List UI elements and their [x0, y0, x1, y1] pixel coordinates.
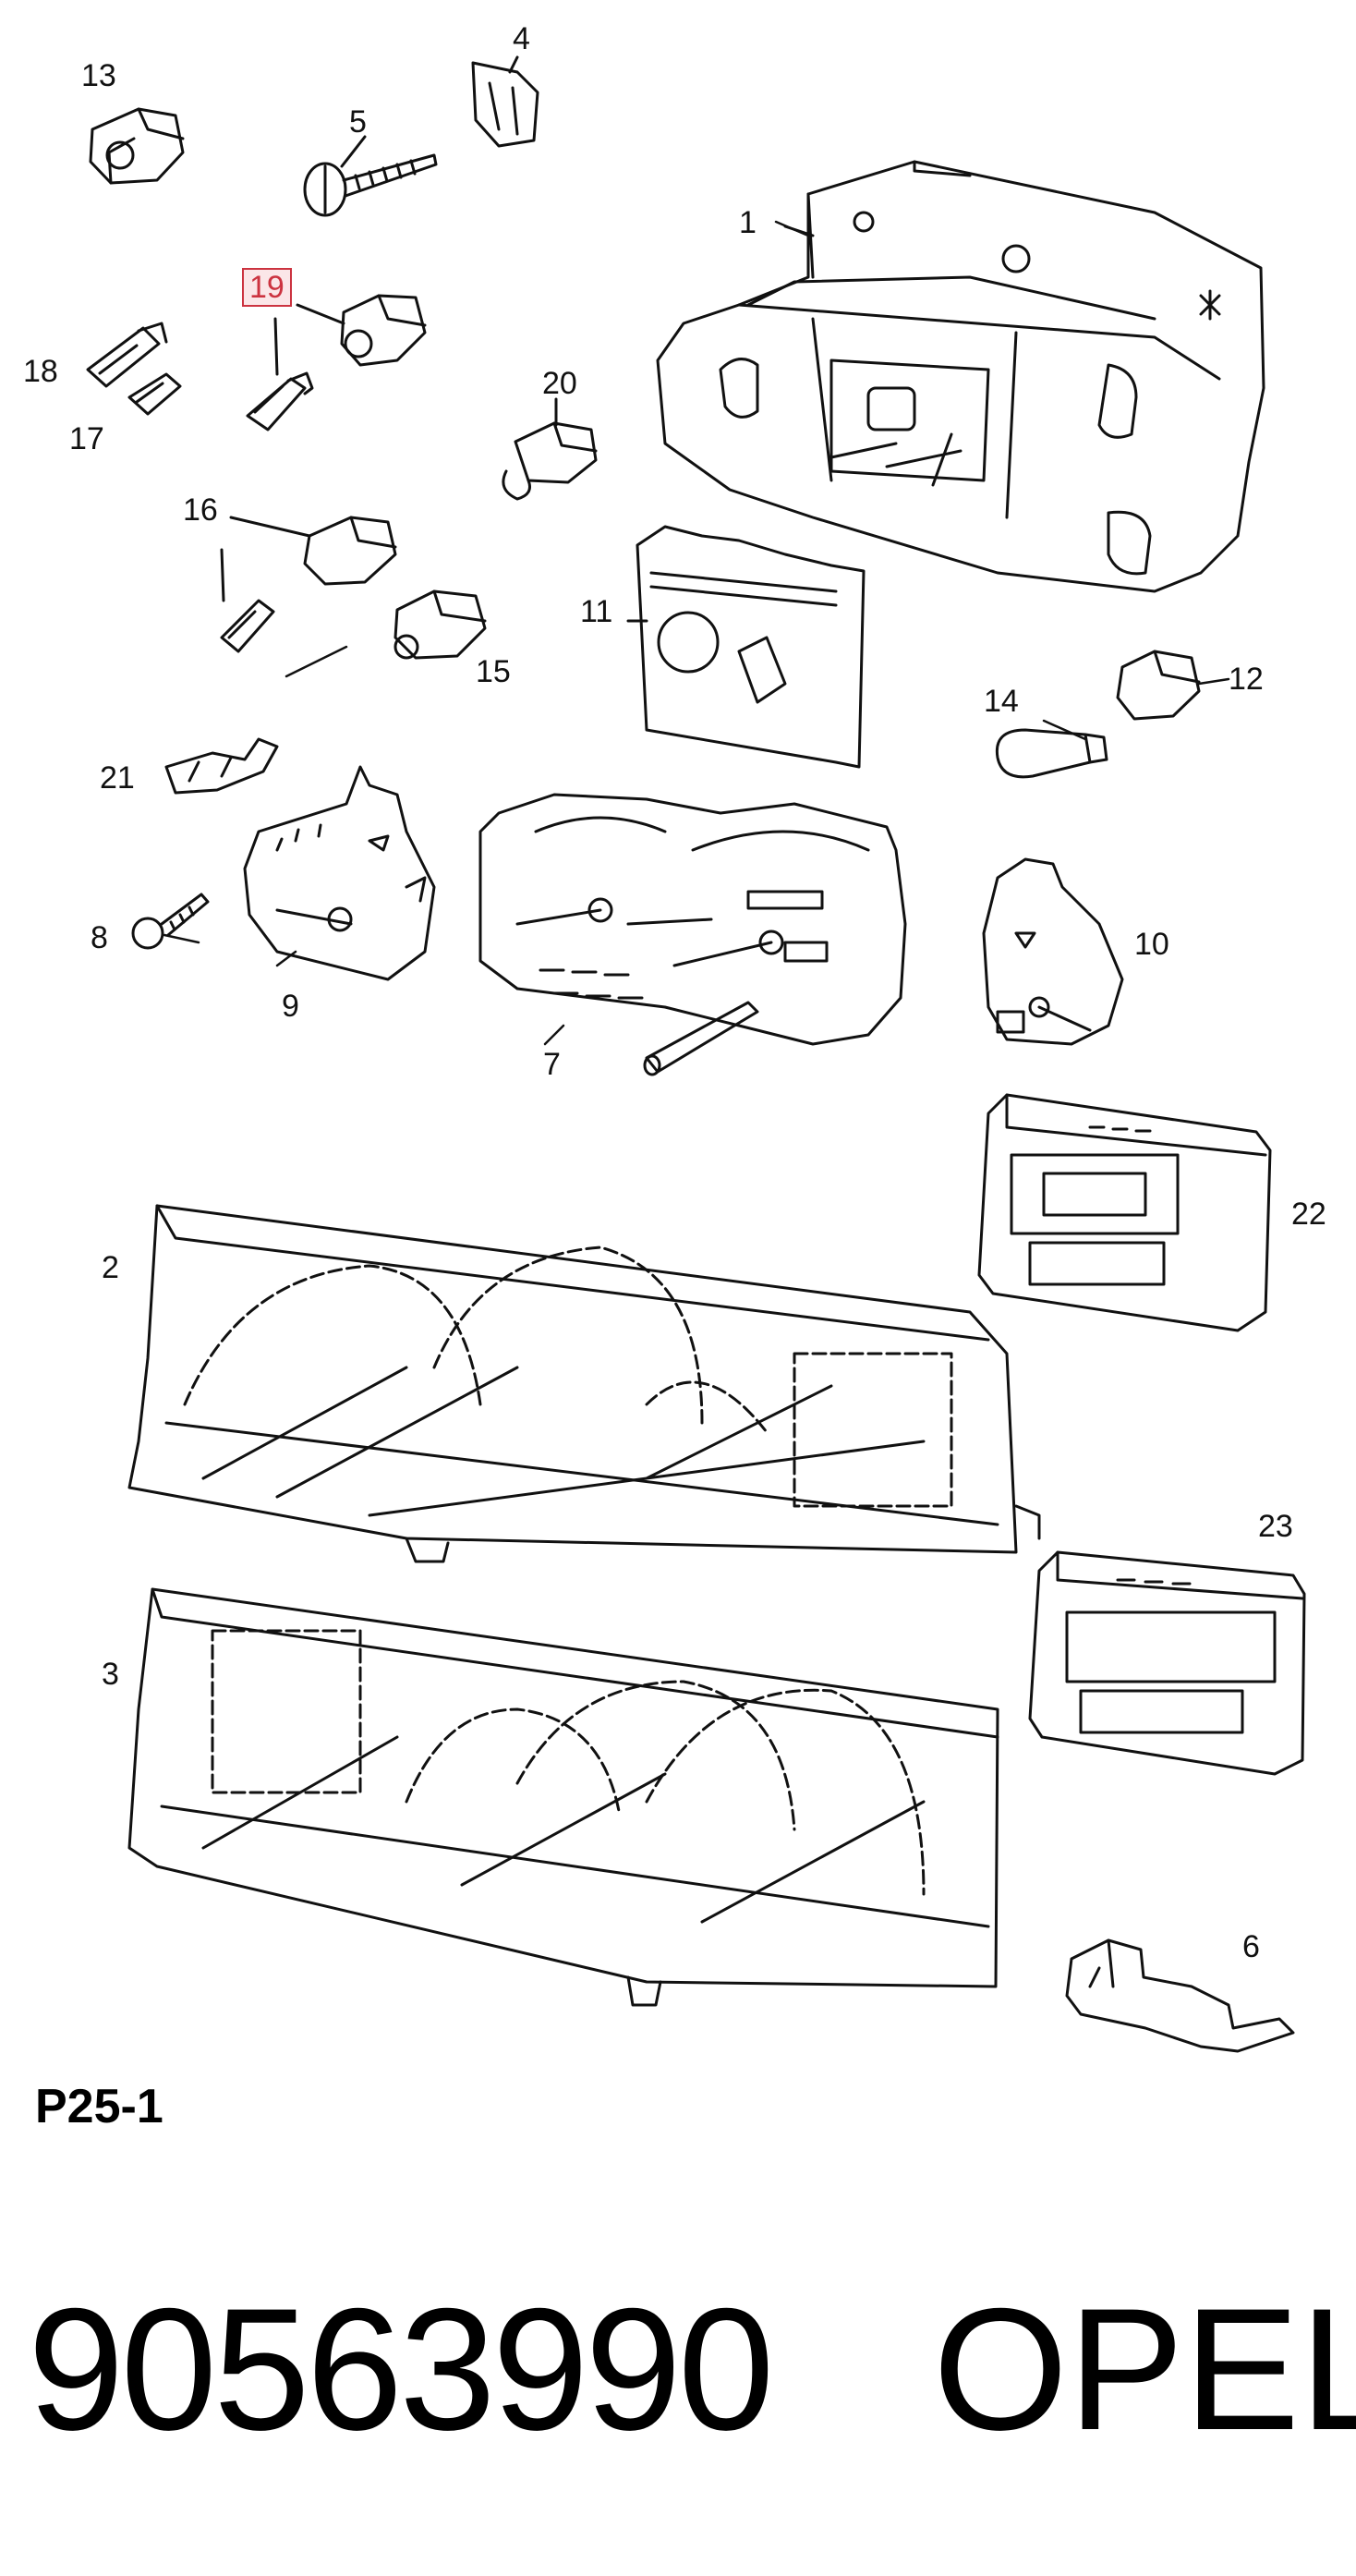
callout-11: 11: [580, 594, 613, 629]
part-19-bulb-socket: [275, 296, 425, 374]
callout-19: 19: [242, 268, 292, 307]
part-13-bulb-socket: [91, 109, 183, 183]
callout-13: 13: [81, 58, 116, 93]
part-9-temperature-gauge: [245, 767, 434, 979]
part-14-bulb: [997, 730, 1107, 777]
part-1-instrument-housing: [658, 162, 1264, 591]
part-22-display-module: [979, 1095, 1270, 1331]
callout-8: 8: [91, 920, 108, 955]
callout-1: 1: [739, 205, 757, 240]
callout-18: 18: [23, 354, 58, 389]
callout-9: 9: [282, 989, 299, 1024]
callout-6: 6: [1242, 1929, 1260, 1964]
callout-5: 5: [349, 104, 367, 140]
callout-12: 12: [1229, 662, 1264, 697]
part-number: 90563990: [28, 2272, 774, 2466]
part-20-socket: [503, 399, 596, 499]
part-18-bulb: [88, 323, 166, 386]
callout-2: 2: [102, 1250, 119, 1285]
part-16-socket: [222, 517, 395, 601]
callout-16: 16: [183, 492, 218, 528]
part-6-bracket: [1067, 1940, 1293, 2051]
part-23-display-module: [1030, 1552, 1304, 1774]
callout-14: 14: [984, 684, 1019, 719]
callout-3: 3: [102, 1657, 119, 1692]
part-2-lens-cover: [129, 1206, 1039, 1561]
brand-name: OPEL: [933, 2272, 1356, 2466]
part-7-gauge-face: [480, 795, 905, 1075]
callout-22: 22: [1291, 1197, 1326, 1232]
part-12-socket: [1118, 651, 1199, 719]
part-16-bulb: [222, 601, 273, 651]
part-11-circuit-board: [628, 527, 864, 767]
callout-17: 17: [69, 421, 104, 456]
leader-lines: [164, 222, 1229, 1044]
callout-21: 21: [100, 760, 135, 796]
part-17-bulb: [129, 374, 180, 414]
part-15-socket: [395, 591, 485, 658]
callout-15: 15: [476, 654, 511, 689]
part-5-screw: [305, 137, 436, 215]
callout-7: 7: [543, 1047, 561, 1082]
part-8-screw: [133, 894, 208, 948]
part-10-fuel-gauge: [984, 859, 1122, 1044]
callout-4: 4: [513, 21, 530, 56]
page-reference: P25-1: [35, 2080, 163, 2133]
callout-20: 20: [542, 366, 577, 401]
part-21-connector: [166, 739, 277, 793]
callout-10: 10: [1134, 927, 1169, 962]
callout-23: 23: [1258, 1509, 1293, 1544]
part-4-clip: [473, 57, 538, 146]
part-19-bulb: [248, 373, 312, 430]
part-3-lens-cover: [129, 1589, 998, 2005]
